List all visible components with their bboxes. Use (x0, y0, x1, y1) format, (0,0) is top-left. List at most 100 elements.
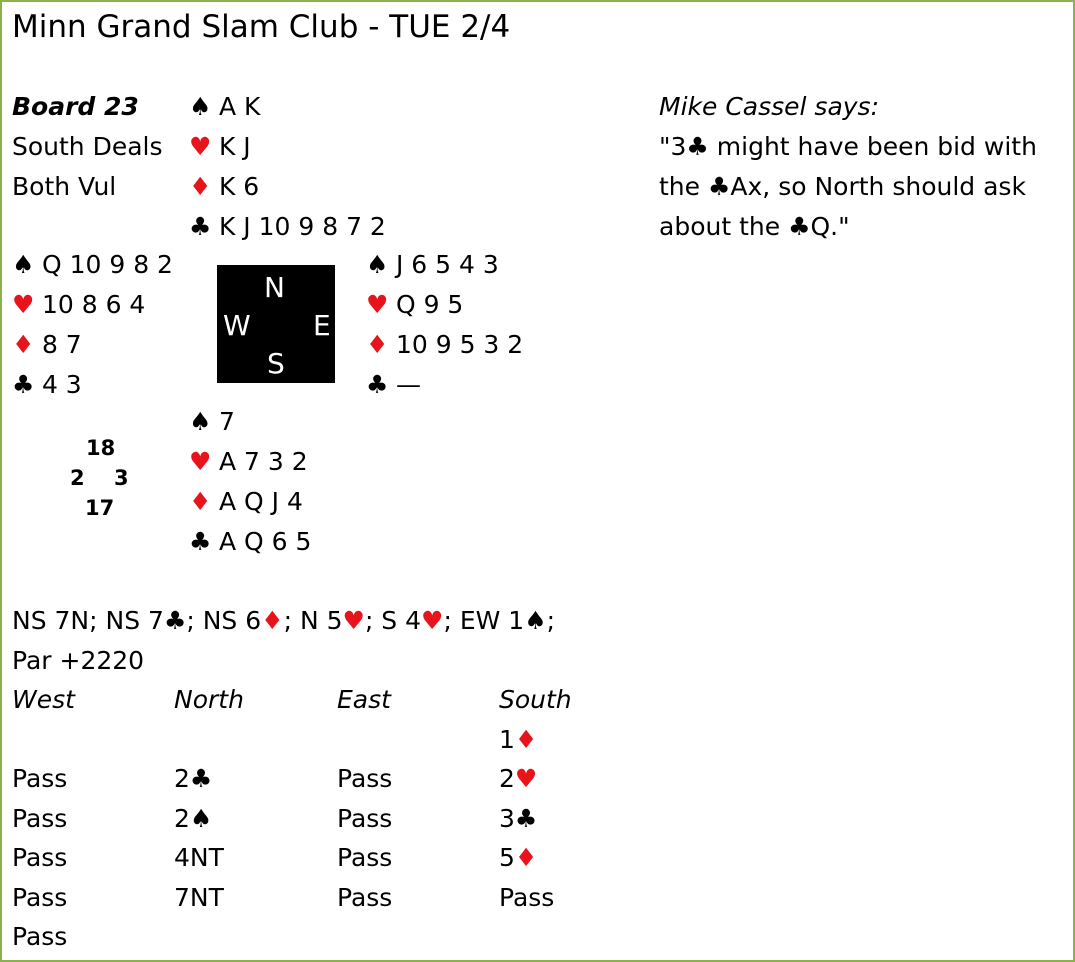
east-clubs: — (395, 370, 421, 399)
makeable-text: ; EW 1 (443, 606, 525, 635)
spade-icon: ♠ (189, 92, 212, 121)
bid-level: 2 (499, 764, 515, 793)
bid-level: 1 (499, 725, 515, 754)
bid-level: 2 (174, 764, 190, 793)
east-hearts: Q 9 5 (395, 290, 464, 319)
bid-east-5: Pass (337, 883, 393, 912)
comment-text: the (659, 172, 708, 201)
bid-west-2: Pass (12, 764, 68, 793)
makeable-text: NS 7 (105, 606, 164, 635)
east-hand: ♠ J 6 5 4 3 ♥ Q 9 5 ♦ 10 9 5 3 2 ♣ — (366, 250, 523, 410)
makeable-text: ; NS 6 (186, 606, 262, 635)
club-icon: ♣ (788, 212, 811, 241)
par-score: Par +2220 (12, 646, 145, 675)
diamond-icon: ♦ (514, 725, 538, 754)
east-spades: J 6 5 4 3 (395, 250, 499, 279)
heart-icon: ♥ (189, 447, 212, 476)
bid-south-3: 3♣ (499, 804, 537, 834)
club-icon: ♣ (12, 370, 35, 399)
compass-north: N (264, 271, 285, 304)
club-icon: ♣ (366, 370, 389, 399)
makeable-text: ; N 5 (283, 606, 343, 635)
bid-north-4: 4NT (174, 843, 224, 872)
south-spades: 7 (218, 407, 235, 436)
bid-level: 5 (499, 843, 515, 872)
spade-icon: ♠ (12, 250, 35, 279)
bid-east-4: Pass (337, 843, 393, 872)
board-number: Board 23 (12, 92, 139, 121)
hcp-north: 18 (86, 436, 116, 460)
club-icon: ♣ (189, 212, 212, 241)
comment-text: Q." (810, 212, 850, 241)
club-icon: ♣ (189, 764, 213, 793)
hcp-west: 2 (70, 466, 85, 490)
comment-text: about the (659, 212, 789, 241)
commentary: Mike Cassel says: "3♣ might have been bi… (659, 92, 1037, 252)
north-spades: A K (218, 92, 261, 121)
auction-header-south: South (499, 685, 572, 714)
page-title: Minn Grand Slam Club - TUE 2/4 (12, 9, 511, 45)
bid-south-2: 2♥ (499, 764, 537, 794)
bid-west-6: Pass (12, 922, 68, 951)
diamond-icon: ♦ (261, 606, 284, 635)
makeable-contracts: NS 7N; NS 7♣; NS 6♦; N 5♥; S 4♥; EW 1♠; … (12, 606, 555, 686)
bid-east-3: Pass (337, 804, 393, 833)
west-diamonds: 8 7 (41, 330, 82, 359)
north-diamonds: K 6 (218, 172, 260, 201)
heart-icon: ♥ (421, 606, 444, 635)
diamond-icon: ♦ (12, 330, 35, 359)
compass-box: N W E S (217, 265, 335, 383)
south-diamonds: A Q J 4 (218, 487, 303, 516)
bid-south-4: 5♦ (499, 843, 537, 873)
east-diamonds: 10 9 5 3 2 (395, 330, 524, 359)
makeable-text: ; S 4 (364, 606, 422, 635)
hcp-east: 3 (114, 466, 129, 490)
heart-icon: ♥ (189, 132, 212, 161)
compass-south: S (267, 347, 285, 380)
spade-icon: ♠ (189, 804, 213, 833)
bid-west-5: Pass (12, 883, 68, 912)
club-icon: ♣ (707, 172, 731, 201)
north-hearts: K J (218, 132, 251, 161)
auction-header-east: East (337, 685, 391, 714)
bid-east-2: Pass (337, 764, 393, 793)
makeable-text: NS 7N; (12, 606, 106, 635)
auction-header-west: West (12, 685, 75, 714)
club-icon: ♣ (189, 527, 212, 556)
makeable-text: ; (546, 606, 556, 635)
spade-icon: ♠ (366, 250, 389, 279)
vulnerability: Both Vul (12, 172, 117, 201)
bid-level: 3 (499, 804, 515, 833)
hcp-south: 17 (85, 496, 115, 520)
spade-icon: ♠ (189, 407, 212, 436)
north-hand: ♠ A K ♥ K J ♦ K 6 ♣ K J 10 9 8 7 2 (189, 92, 386, 252)
club-icon: ♣ (163, 606, 187, 635)
bid-north-2: 2♣ (174, 764, 212, 794)
south-clubs: A Q 6 5 (218, 527, 312, 556)
compass-east: E (313, 309, 331, 342)
bid-west-4: Pass (12, 843, 68, 872)
club-icon: ♣ (686, 132, 709, 161)
bid-north-3: 2♠ (174, 804, 212, 834)
spade-icon: ♠ (524, 606, 547, 635)
board-info: Board 23 South Deals Both Vul (12, 92, 163, 212)
diamond-icon: ♦ (366, 330, 389, 359)
bid-north-5: 7NT (174, 883, 224, 912)
bid-west-3: Pass (12, 804, 68, 833)
heart-icon: ♥ (12, 290, 35, 319)
compass-west: W (223, 309, 251, 342)
south-hand: ♠ 7 ♥ A 7 3 2 ♦ A Q J 4 ♣ A Q 6 5 (189, 407, 311, 567)
comment-text: "3 (659, 132, 687, 161)
comment-text: might have been bid with (708, 132, 1037, 161)
west-hand: ♠ Q 10 9 8 2 ♥ 10 8 6 4 ♦ 8 7 ♣ 4 3 (12, 250, 173, 410)
bid-south-5: Pass (499, 883, 555, 912)
heart-icon: ♥ (366, 290, 389, 319)
dealer: South Deals (12, 132, 163, 161)
diamond-icon: ♦ (514, 843, 538, 872)
bid-level: 2 (174, 804, 190, 833)
diamond-icon: ♦ (189, 487, 212, 516)
diamond-icon: ♦ (189, 172, 212, 201)
bid-south-1: 1♦ (499, 725, 537, 755)
north-clubs: K J 10 9 8 7 2 (218, 212, 386, 241)
